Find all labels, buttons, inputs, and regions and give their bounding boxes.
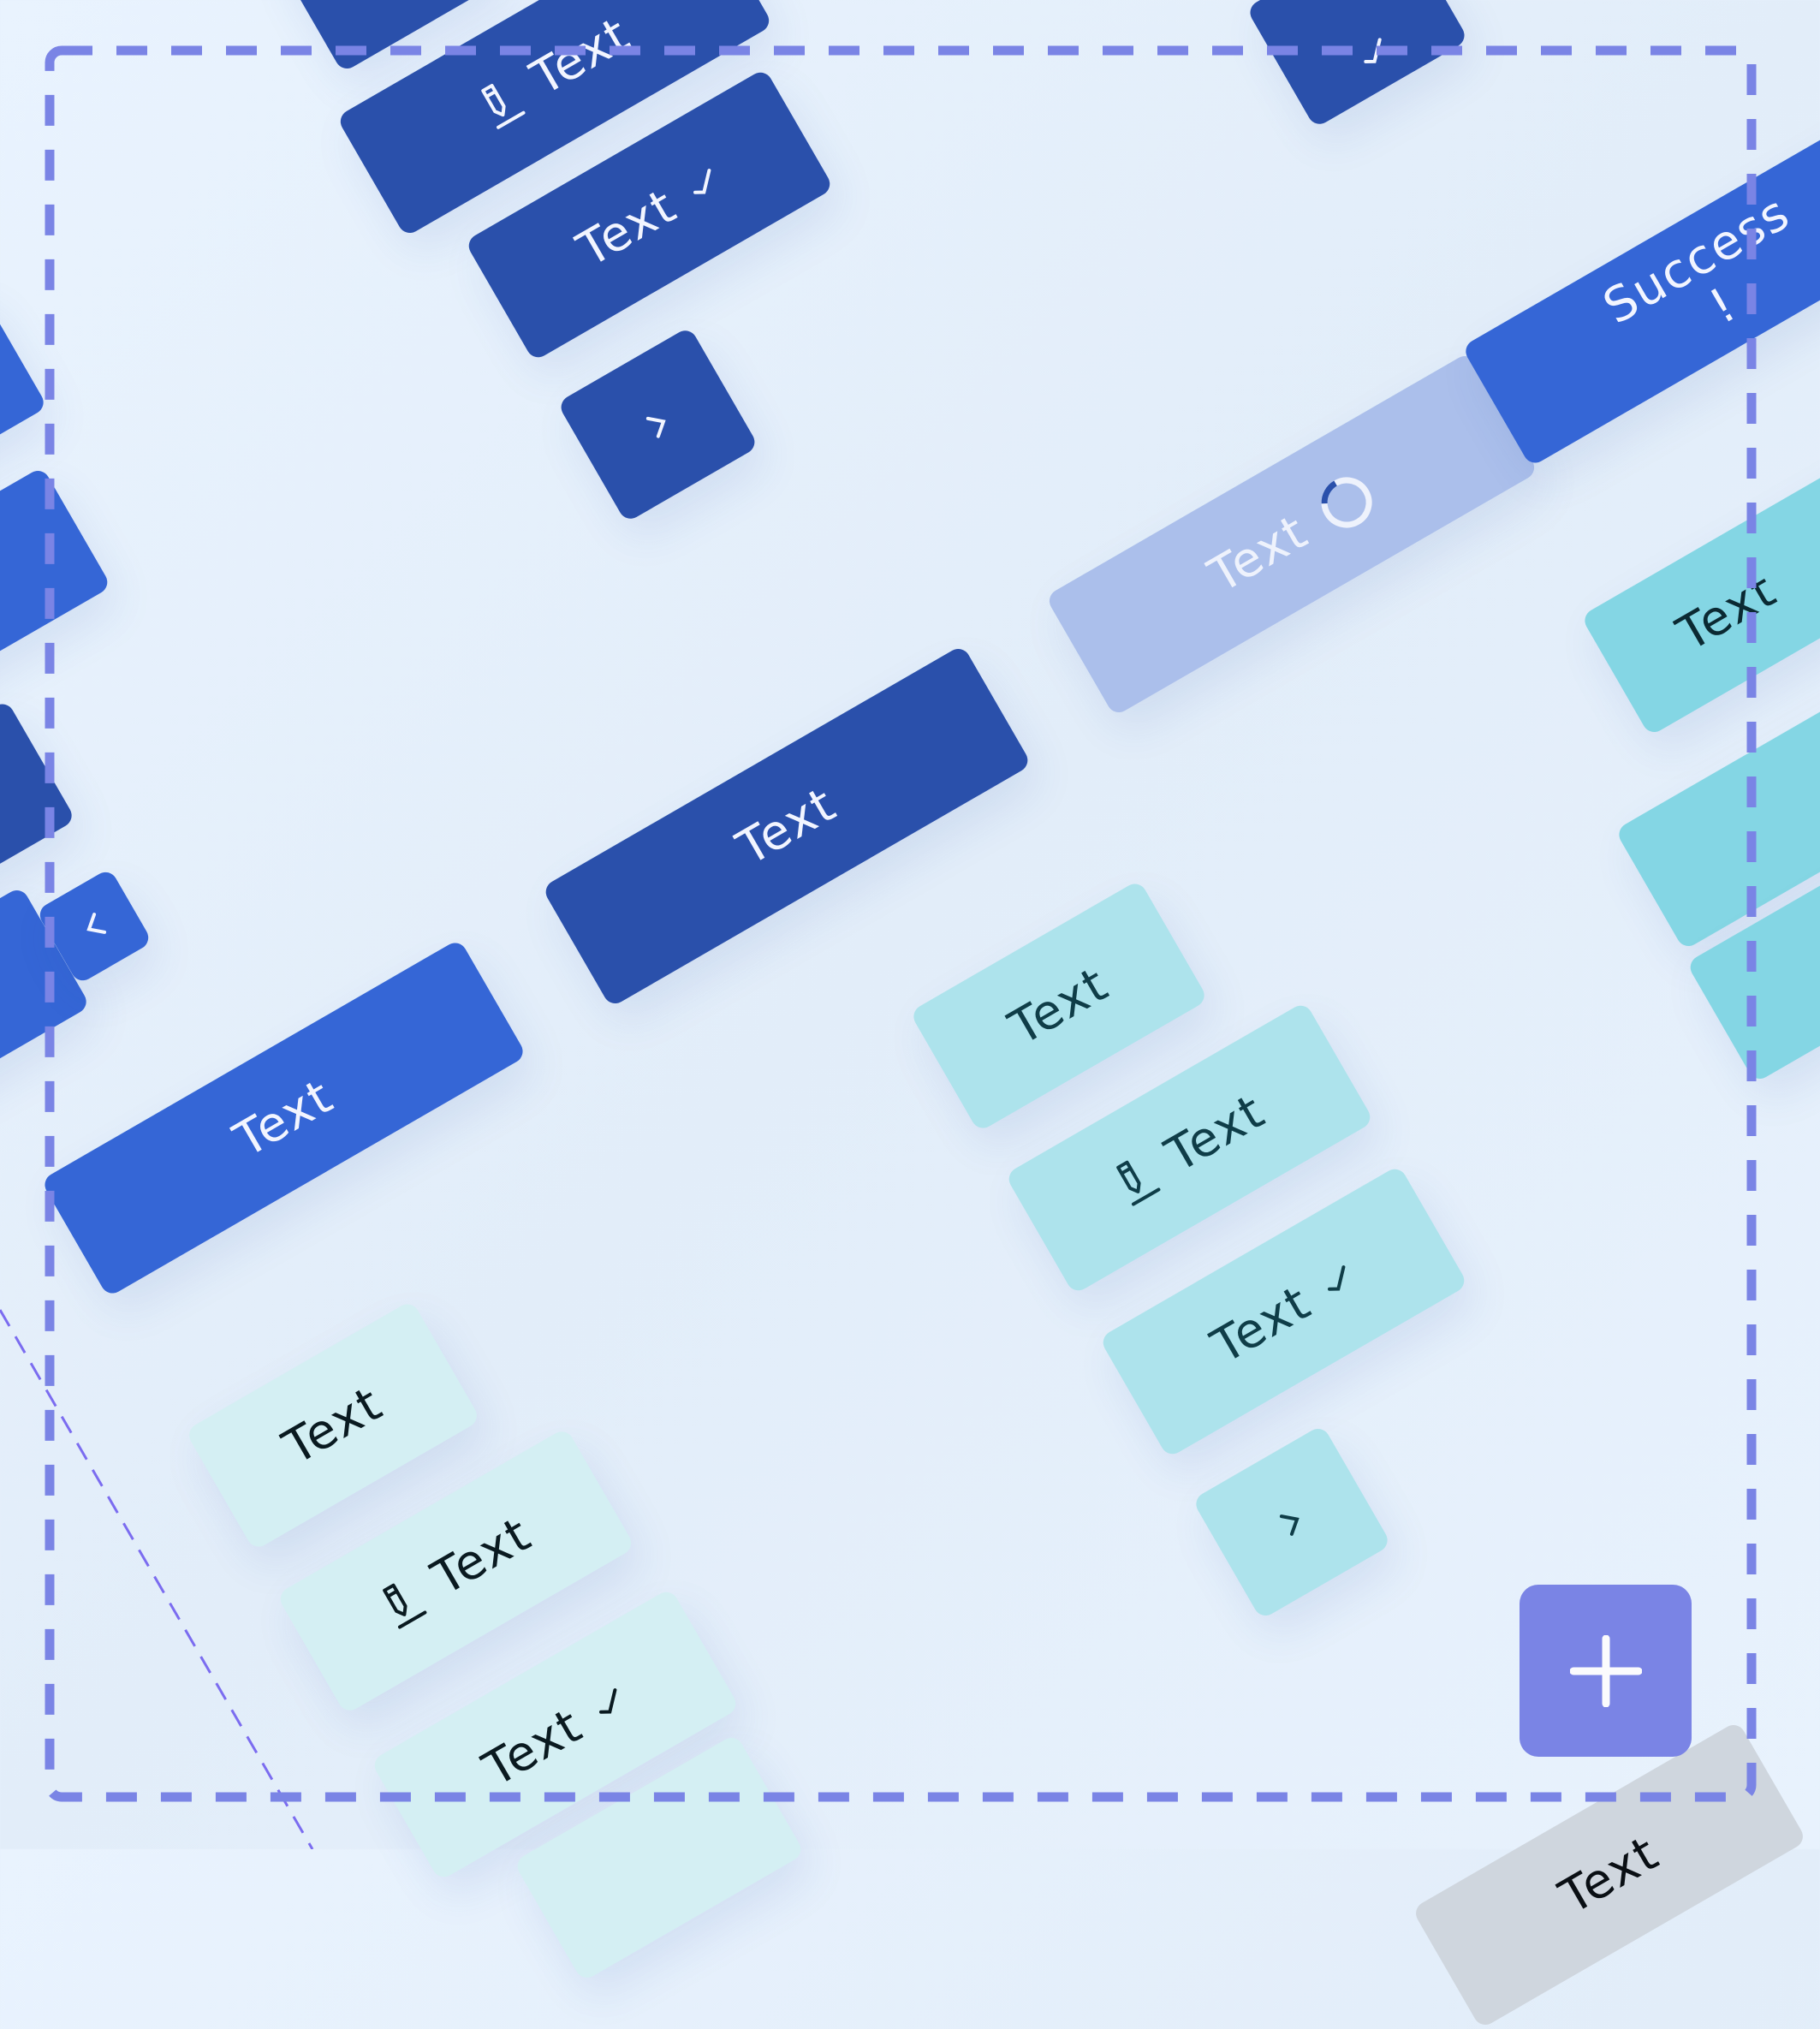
grey-text-button[interactable]: Text — [1411, 1720, 1808, 2029]
button-label: Text — [1202, 1274, 1320, 1375]
dark-large-button[interactable]: Text — [541, 644, 1032, 1009]
chevron-left-icon — [78, 910, 110, 943]
add-button[interactable] — [1520, 1585, 1692, 1757]
primary-large-button[interactable]: Text — [39, 938, 527, 1298]
check-icon — [686, 167, 721, 199]
button-label: Text — [1668, 562, 1787, 663]
success-button[interactable]: Success ! — [1461, 99, 1820, 467]
chevron-right-icon — [1276, 1506, 1308, 1539]
dark-next-button[interactable] — [556, 326, 759, 523]
button-label: Text — [422, 1506, 541, 1606]
button-label: Text — [568, 177, 686, 278]
button-label: Text — [473, 1697, 592, 1798]
partial-primary-button-left-2[interactable] — [0, 466, 112, 716]
partial-primary-button-left-1[interactable] — [0, 286, 48, 502]
cyan-next-button[interactable] — [1192, 1424, 1392, 1621]
button-label: Text — [521, 6, 640, 106]
button-label: Text — [1000, 955, 1118, 1056]
pencil-icon — [472, 73, 528, 133]
button-label: Text — [1550, 1824, 1668, 1925]
check-icon — [1356, 37, 1391, 69]
button-label-line2: ! — [1700, 277, 1747, 336]
button-label: Text — [728, 776, 846, 877]
selection-frame — [0, 45, 1757, 1849]
dashed-selection-border — [45, 45, 1757, 1802]
button-label: Text — [1156, 1083, 1275, 1183]
dark-check-button-top-right[interactable] — [1245, 0, 1469, 128]
button-label: Text — [1199, 503, 1317, 604]
check-icon — [1320, 1264, 1355, 1296]
check-icon — [592, 1687, 627, 1719]
button-label: Success — [1594, 184, 1800, 336]
button-label: Text — [274, 1375, 392, 1476]
loading-button[interactable]: Text — [1044, 351, 1539, 717]
pencil-icon — [1106, 1150, 1163, 1210]
button-label: Text — [224, 1068, 342, 1169]
spinner-icon — [1309, 465, 1383, 539]
pencil-icon — [372, 1573, 429, 1633]
chevron-right-icon — [641, 408, 674, 442]
cyan-strong-text-button[interactable]: Text — [1580, 444, 1820, 737]
plus-icon — [1569, 1634, 1642, 1707]
